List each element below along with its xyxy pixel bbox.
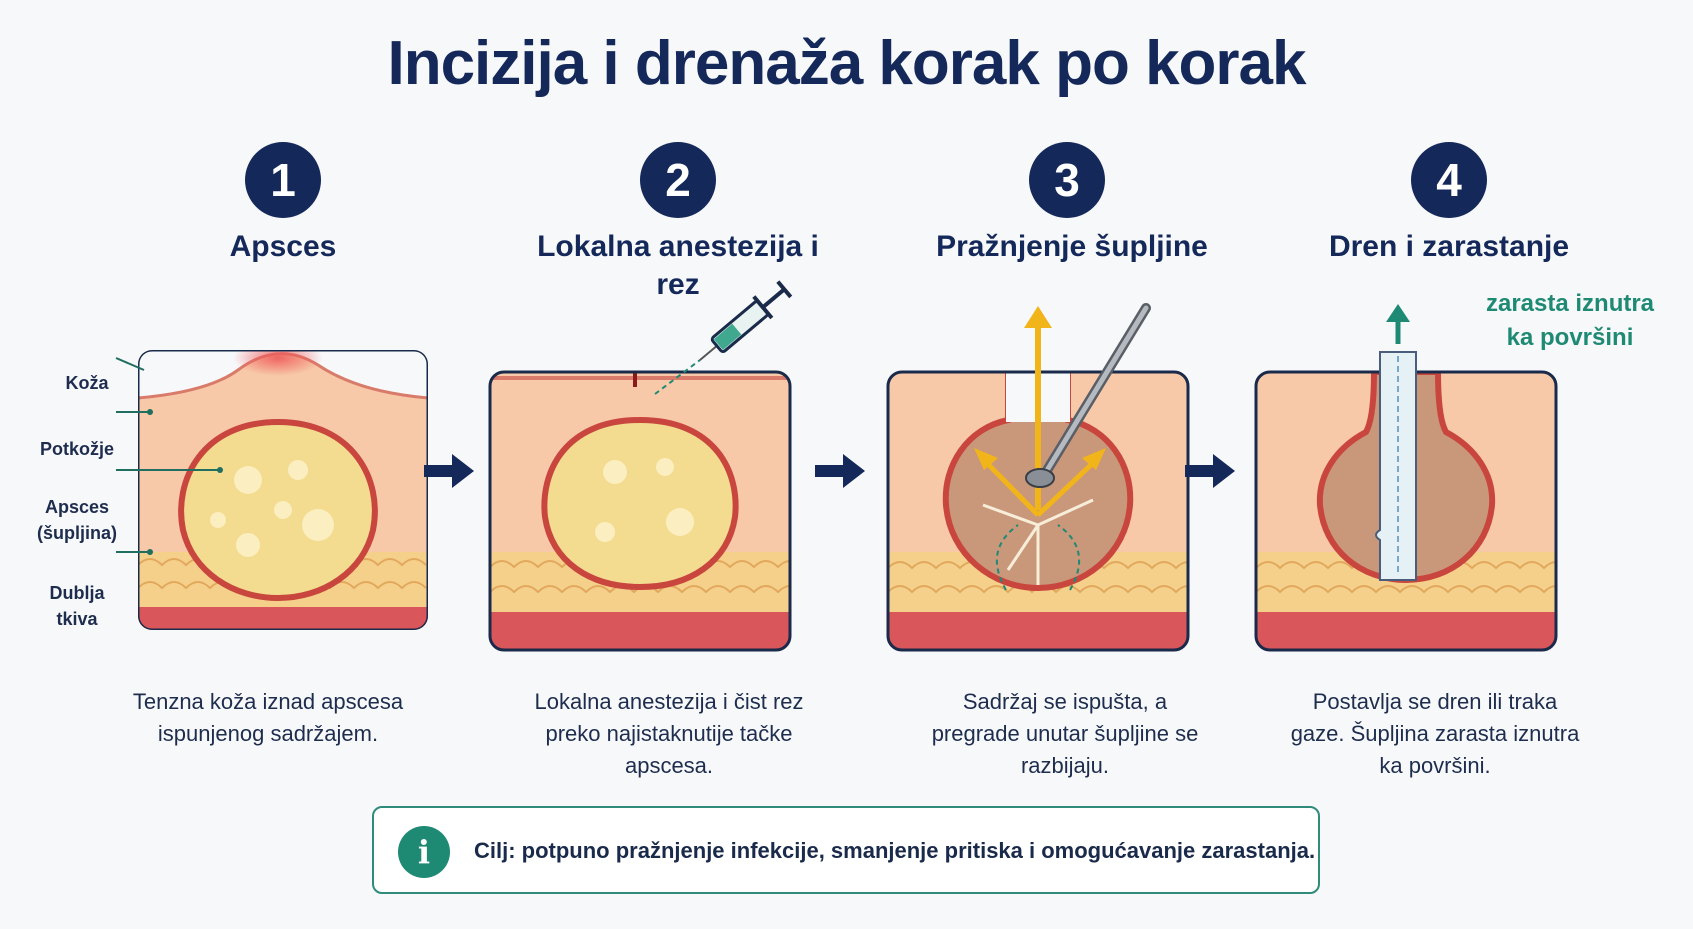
info-icon: i <box>398 826 450 878</box>
step-2-description: Lokalna anestezija i čist rez preko naji… <box>534 689 804 778</box>
step-2-title: Lokalna anestezija i rez <box>537 230 819 301</box>
step-4-title: Dren i zarastanje <box>1328 230 1570 263</box>
page-title: Incizija i drenaža korak po korak <box>387 29 1306 98</box>
label-abscess: Apsces (šupljina) <box>37 497 117 543</box>
step-1-description: Tenzna koža iznad apscesa ispunjenog sad… <box>132 689 404 746</box>
arrow-right-icon <box>1185 454 1235 488</box>
arrow-right-icon <box>424 454 474 488</box>
goal-text: Cilj: potpuno pražnjenje infekcije, sman… <box>474 838 1316 863</box>
panel-4-drain-diagram <box>1254 304 1558 652</box>
goal-box: i Cilj: potpuno pražnjenje infekcije, sm… <box>372 806 1320 894</box>
drain-icon <box>1375 351 1417 581</box>
step-3-description: Sadržaj se ispušta, a pregrade unutar šu… <box>931 689 1199 778</box>
step-1-number: 1 <box>245 142 321 218</box>
step-3-title: Pražnjenje šupljine <box>936 230 1208 263</box>
step-3-number: 3 <box>1029 142 1105 218</box>
label-deep: Dublja tkiva <box>49 583 105 629</box>
step-4-number: 4 <box>1411 142 1487 218</box>
step-1-title: Apsces <box>229 230 337 263</box>
arrow-right-icon <box>815 454 865 488</box>
healing-note: zarasta iznutra ka površini <box>1485 290 1655 351</box>
probe-icon <box>1025 303 1151 488</box>
step-2-number: 2 <box>640 142 716 218</box>
label-skin: Koža <box>65 373 109 393</box>
panel-2-incision-diagram <box>488 280 793 652</box>
panel-1-abscess-diagram <box>115 350 428 630</box>
step-4-description: Postavlja se dren ili traka gaze. Šuplji… <box>1290 689 1580 778</box>
syringe-icon <box>699 280 793 361</box>
panel-3-drainage-diagram <box>886 303 1190 652</box>
label-subcutis: Potkožje <box>39 439 114 459</box>
